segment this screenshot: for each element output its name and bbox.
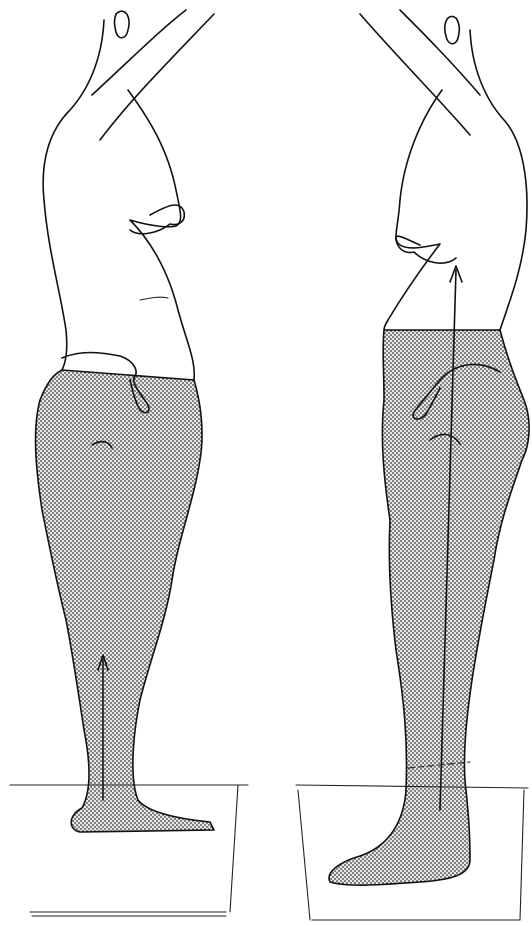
- right-front-outline: [384, 90, 442, 330]
- left-figure: [10, 10, 248, 916]
- left-base: [30, 912, 226, 916]
- right-ear: [445, 16, 460, 43]
- left-shaded-region: [36, 370, 214, 832]
- right-back-outline: [470, 30, 527, 330]
- right-arm-inner: [400, 10, 480, 95]
- left-ear: [115, 11, 130, 38]
- left-back-outline: [43, 20, 104, 370]
- right-box-left-side: [298, 790, 310, 920]
- right-shaded-region: [329, 330, 529, 885]
- left-arm: [100, 14, 214, 140]
- right-arm: [360, 14, 470, 135]
- left-abdominal-crease: [140, 297, 168, 300]
- right-box-right-side: [520, 790, 524, 920]
- left-arm-inner: [92, 10, 186, 95]
- left-box-side: [230, 785, 238, 912]
- right-breast: [396, 236, 456, 263]
- right-figure: [296, 10, 529, 920]
- left-front-outline: [128, 90, 194, 380]
